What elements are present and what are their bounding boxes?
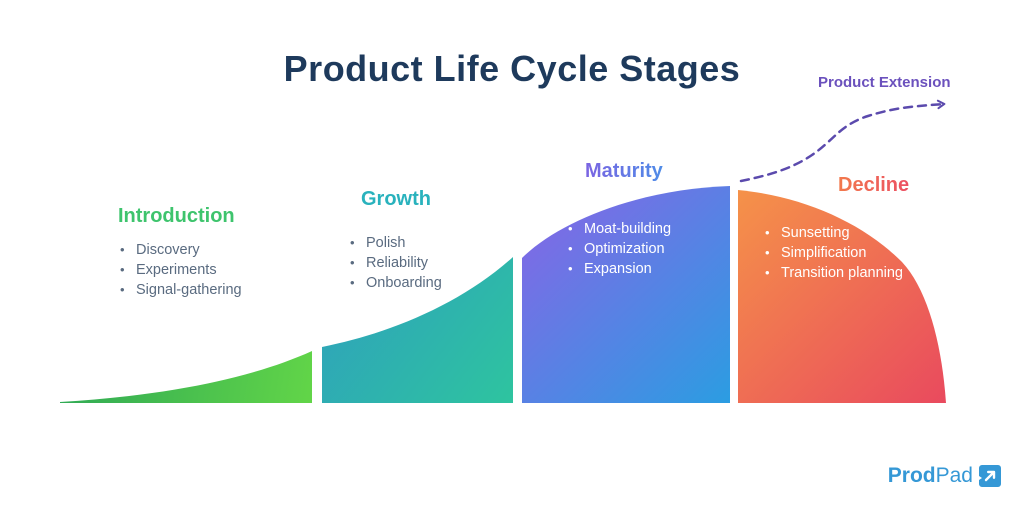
logo-text: ProdPad — [888, 464, 973, 488]
stage-decline: Decline Sunsetting Simplification Transi… — [763, 174, 909, 283]
logo-text-pad: Pad — [935, 464, 973, 487]
list-item: Simplification — [763, 243, 909, 263]
stage-list: Moat-building Optimization Expansion — [566, 219, 671, 279]
list-item: Experiments — [118, 260, 242, 280]
stage-title: Decline — [838, 174, 910, 196]
stage-maturity: Maturity Moat-building Optimization Expa… — [566, 160, 671, 279]
list-item: Sunsetting — [763, 223, 909, 243]
stage-list: Discovery Experiments Signal-gathering — [118, 240, 242, 300]
logo-text-prod: Prod — [887, 464, 936, 487]
arrow-up-right-icon — [979, 465, 1001, 487]
prodpad-logo: ProdPad — [888, 464, 1002, 488]
list-item: Transition planning — [763, 263, 909, 283]
growth-area — [322, 257, 513, 403]
list-item: Reliability — [348, 253, 442, 273]
list-item: Moat-building — [566, 219, 671, 239]
stage-introduction: Introduction Discovery Experiments Signa… — [118, 205, 242, 300]
stage-title: Growth — [361, 188, 431, 210]
list-item: Signal-gathering — [118, 280, 242, 300]
stage-title: Introduction — [118, 205, 235, 227]
list-item: Expansion — [566, 259, 671, 279]
stage-title: Maturity — [585, 160, 671, 183]
product-extension-label: Product Extension — [818, 74, 951, 91]
stage-growth: Growth Polish Reliability Onboarding — [348, 188, 442, 293]
product-extension-arrow — [739, 99, 946, 183]
list-item: Onboarding — [348, 273, 442, 293]
page-title: Product Life Cycle Stages — [283, 48, 741, 89]
list-item: Discovery — [118, 240, 242, 260]
stage-list: Polish Reliability Onboarding — [348, 233, 442, 293]
list-item: Optimization — [566, 239, 671, 259]
list-item: Polish — [348, 233, 442, 253]
introduction-area — [60, 351, 312, 403]
stage-list: Sunsetting Simplification Transition pla… — [763, 223, 909, 283]
